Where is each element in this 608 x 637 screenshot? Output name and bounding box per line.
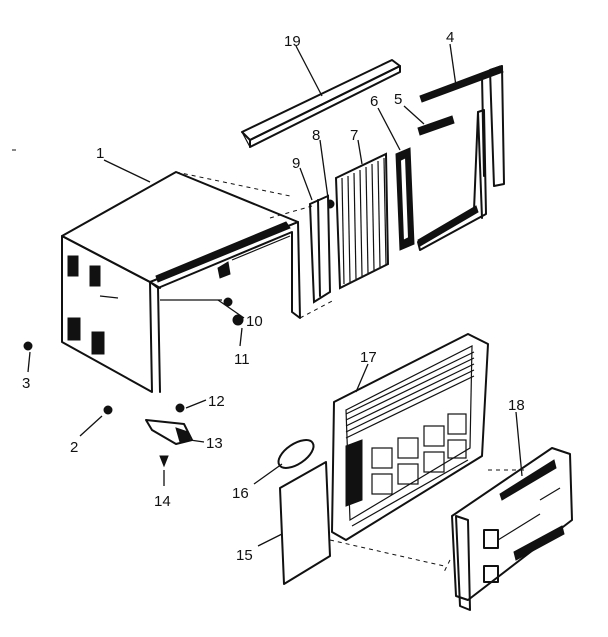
- part-15-filter: [279, 461, 331, 585]
- part-17-front-grille: [331, 333, 489, 541]
- label-13: 13: [206, 435, 223, 452]
- label-14: 14: [154, 493, 171, 510]
- part-19-top-rail: [241, 59, 401, 148]
- label-10: 10: [246, 313, 263, 330]
- label-2: 2: [70, 439, 78, 456]
- part-7-coil: [334, 152, 390, 290]
- part-10-screw: [223, 297, 233, 307]
- part-1-cabinet: [61, 171, 301, 393]
- label-9: 9: [292, 155, 300, 172]
- label-4: 4: [446, 29, 454, 46]
- label-11: 11: [234, 351, 250, 368]
- part-3-screw: [23, 341, 33, 351]
- label-1: 1: [96, 145, 104, 162]
- label-3: 3: [22, 375, 30, 392]
- part-6-strip: [395, 147, 415, 251]
- part-16-ring: [277, 439, 315, 469]
- label-7: 7: [350, 127, 358, 144]
- part-14-pin: [159, 455, 169, 468]
- part-13-bracket: [145, 419, 193, 445]
- label-18: 18: [508, 397, 525, 414]
- label-12: 12: [208, 393, 225, 410]
- part-11-screw: [232, 314, 244, 326]
- callout-leaders: [27, 43, 523, 547]
- label-6: 6: [370, 93, 378, 110]
- part-18-control-panel: [451, 447, 573, 611]
- part-9-side-panel: [308, 194, 332, 304]
- label-15: 15: [236, 547, 253, 564]
- part-5-seal: [417, 115, 455, 136]
- part-labels: 1 19 4 5 6 7 8 9 10 11 3 2 12 13 14 16 1…: [22, 29, 525, 564]
- label-8: 8: [312, 127, 320, 144]
- part-2-screw: [103, 405, 113, 415]
- label-5: 5: [394, 91, 402, 108]
- alignment-lines: [12, 149, 528, 573]
- part-6-gasket-frame: [417, 109, 487, 251]
- label-16: 16: [232, 485, 249, 502]
- part-4-rear-frame: [419, 65, 505, 187]
- label-17: 17: [360, 349, 377, 366]
- label-19: 19: [284, 33, 301, 50]
- part-12-screw: [175, 403, 185, 413]
